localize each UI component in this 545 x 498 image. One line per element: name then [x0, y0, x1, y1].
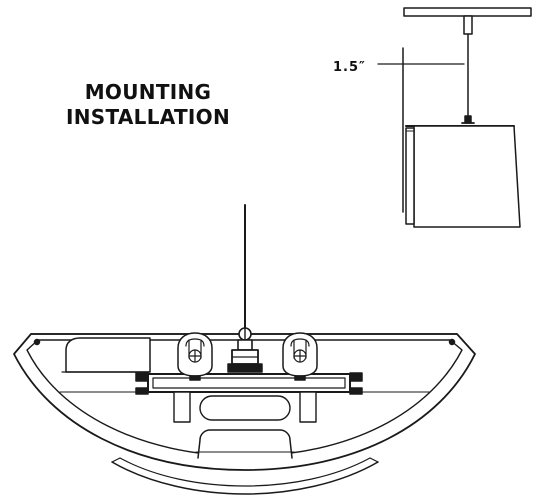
bottom-lens-outer	[111, 461, 379, 495]
ceiling-canopy	[403, 7, 532, 17]
diagram-title-line2: INSTALLATION	[66, 105, 230, 129]
ballast-box	[65, 337, 151, 373]
stem-connector	[463, 15, 473, 35]
bracket-left	[173, 391, 191, 423]
shade-rim	[405, 127, 415, 225]
side-view-pendant	[377, 7, 532, 228]
lamp-socket-left	[177, 332, 213, 381]
center-cable-hardware	[227, 327, 263, 373]
cable-gripper	[464, 115, 472, 124]
rim-screw-left	[33, 338, 41, 346]
diagram-title-line1: MOUNTING	[84, 80, 212, 104]
center-slot	[199, 395, 291, 421]
lamp-socket-right	[282, 332, 318, 381]
dimension-label: 1.5″	[333, 60, 366, 75]
lens-housing	[197, 429, 293, 459]
bracket-right	[299, 391, 317, 423]
bottom-lens-inner	[119, 457, 371, 487]
rim-screw-right	[448, 338, 456, 346]
front-view-fixture	[13, 204, 476, 495]
shade-body	[413, 125, 521, 228]
